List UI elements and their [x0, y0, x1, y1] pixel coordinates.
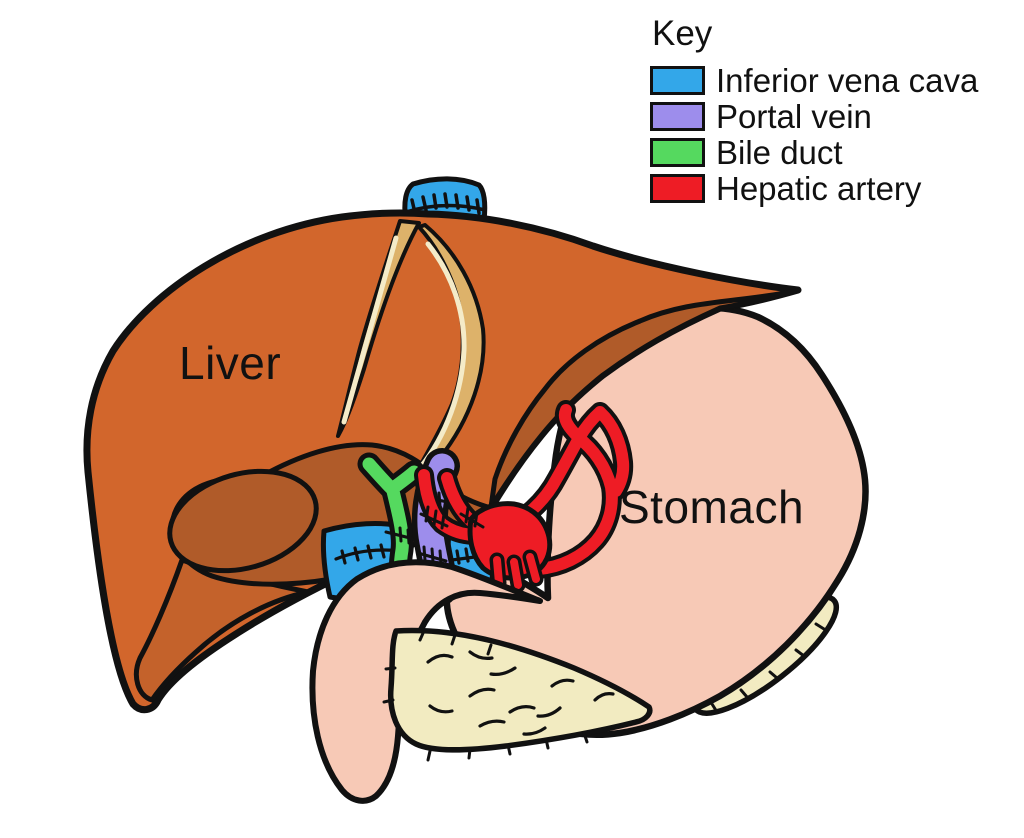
falciform-ligament-left — [336, 219, 421, 438]
stomach-label: Stomach — [619, 481, 805, 533]
portal-vein-swatch — [650, 102, 705, 132]
legend-label: Bile duct — [716, 134, 843, 172]
hepatic-artery-suture-left — [419, 505, 449, 530]
legend: Key Inferior vena cava Portal vein Bile … — [650, 14, 978, 210]
legend-item-portal-vein: Portal vein — [650, 98, 978, 136]
portal-vein-suture-lower — [416, 545, 448, 566]
legend-label: Portal vein — [716, 98, 872, 136]
pancreas-edge-ticks — [382, 629, 589, 762]
duodenum-shape — [309, 559, 543, 804]
ligament-highlight-right — [417, 241, 467, 471]
bile-duct-swatch — [650, 138, 705, 168]
legend-title: Key — [652, 14, 713, 53]
pancreas-texture — [426, 650, 615, 736]
legend-item-bile-duct: Bile duct — [650, 134, 978, 172]
legend-label: Hepatic artery — [716, 170, 922, 208]
duodenum — [309, 559, 543, 804]
liver-left-lobe-underside — [488, 288, 800, 510]
pancreas-shape — [387, 627, 653, 753]
liver-lobe-contour — [167, 468, 319, 574]
legend-item-inferior-vena-cava: Inferior vena cava — [650, 62, 979, 100]
ivc-stub-suture — [450, 546, 492, 565]
bile-duct-suture — [384, 524, 416, 545]
artery-branch-stubs — [493, 553, 540, 589]
ivc-upper-suture — [404, 192, 487, 215]
liver-label: Liver — [179, 337, 282, 389]
inferior-vena-cava-swatch — [650, 66, 705, 96]
legend-item-hepatic-artery: Hepatic artery — [650, 170, 978, 208]
hepatic-artery-suture-right — [459, 506, 485, 529]
ligament-highlight-left — [341, 235, 399, 425]
pancreas-tail-ticks — [710, 622, 826, 714]
pancreas — [382, 627, 653, 762]
ivc-lower-suture — [334, 543, 404, 565]
hepatic-artery-swatch — [650, 174, 705, 204]
legend-label: Inferior vena cava — [716, 62, 979, 100]
